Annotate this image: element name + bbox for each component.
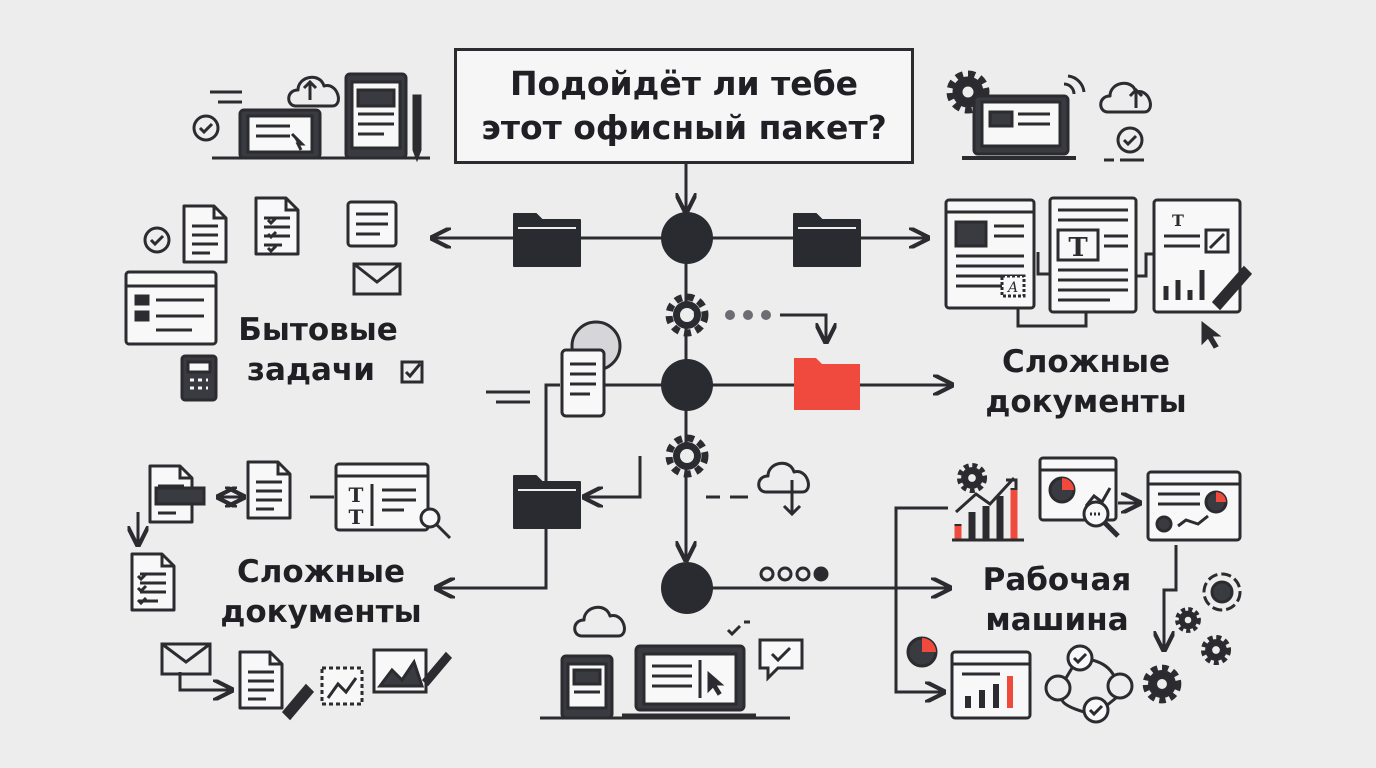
- complex-docs-left-icons: T T: [130, 460, 453, 721]
- svg-text:A: A: [1006, 280, 1018, 296]
- cloud-download-icon: [757, 461, 810, 517]
- decision-node-1: [661, 212, 713, 264]
- label-complex-docs-right: Сложные документы: [966, 342, 1206, 422]
- label-household: Бытовые задачи: [218, 310, 418, 390]
- title-line-2: этот офисный пакет?: [481, 108, 887, 147]
- svg-text:T: T: [349, 505, 364, 529]
- top-right-devices: [950, 74, 1152, 160]
- workstation-icons: [906, 456, 1242, 724]
- svg-text:T: T: [1068, 233, 1088, 263]
- household-icons: [124, 196, 424, 402]
- folder-icon: [513, 475, 581, 529]
- decision-nodes: [661, 212, 713, 614]
- folder-icon: [513, 213, 581, 267]
- label-complex-docs-right-line-1: Сложные: [1001, 344, 1171, 380]
- decision-node-2: [661, 359, 713, 411]
- title-line-1: Подойдёт ли тебе: [509, 64, 859, 103]
- label-complex-docs-left: Сложные документы: [206, 552, 436, 632]
- complex-docs-right-icons: A T T: [944, 196, 1253, 349]
- label-complex-docs-right-line-2: документы: [985, 384, 1187, 420]
- title-box: Подойдёт ли тебе этот офисный пакет?: [454, 48, 914, 164]
- label-complex-docs-left-line-1: Сложные: [236, 554, 406, 590]
- gear-icon: [669, 438, 705, 474]
- label-workstation: Рабочая машина: [962, 560, 1152, 640]
- gear-check-icon: [669, 297, 705, 333]
- dots-indicator: [725, 310, 771, 320]
- folder-icon: [793, 213, 861, 267]
- label-workstation-line-1: Рабочая: [982, 562, 1132, 598]
- svg-text:T: T: [349, 483, 364, 507]
- decision-node-3: [661, 562, 713, 614]
- top-left-devices: [192, 72, 422, 163]
- bottom-center-devices: [560, 605, 804, 720]
- label-workstation-line-2: машина: [985, 602, 1129, 638]
- dots-indicator-bottom: [759, 566, 829, 582]
- svg-text:T: T: [1172, 211, 1184, 230]
- phone-document-icon: [560, 320, 622, 418]
- label-complex-docs-left-line-2: документы: [220, 594, 422, 630]
- label-household-line-1: Бытовые: [238, 312, 398, 348]
- label-household-line-2: задачи: [247, 352, 375, 388]
- folder-accent-icon: [794, 358, 860, 410]
